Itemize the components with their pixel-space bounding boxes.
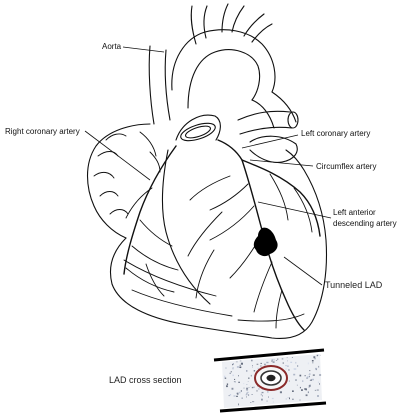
ventricle-border: [161, 149, 211, 305]
lad-label-line1: Left anterior: [333, 208, 376, 217]
lad-label-line2: descending artery: [333, 219, 397, 228]
lad-vessel: [241, 159, 305, 331]
aortic-arch: [148, 3, 297, 129]
left-coronary-label: Left coronary artery: [301, 129, 370, 138]
pulmonary-trunk: [175, 114, 221, 142]
lad-cross-section-image: [213, 348, 327, 413]
left-pulmonary-artery: [237, 110, 299, 135]
aorta-label: Aorta: [102, 42, 122, 51]
cross-section-label: LAD cross section: [109, 375, 182, 385]
circumflex-vessel: [241, 159, 321, 237]
tissue-speckle: [224, 354, 322, 406]
tunneled-lad-lesion: [253, 227, 278, 257]
right-coronary-artery-vessel: [123, 145, 179, 297]
circumflex-label: Circumflex artery: [316, 162, 376, 171]
heart-outline: [109, 149, 328, 340]
leader-lines: [84, 46, 332, 286]
left-atrial-appendage: [249, 135, 298, 163]
inferior-wall: [123, 259, 305, 322]
right-coronary-label: Right coronary artery: [5, 127, 80, 136]
right-atrium: [87, 123, 161, 239]
tunneled-lad-label: Tunneled LAD: [325, 280, 383, 290]
left-coronary-artery-vessel: [187, 139, 321, 331]
